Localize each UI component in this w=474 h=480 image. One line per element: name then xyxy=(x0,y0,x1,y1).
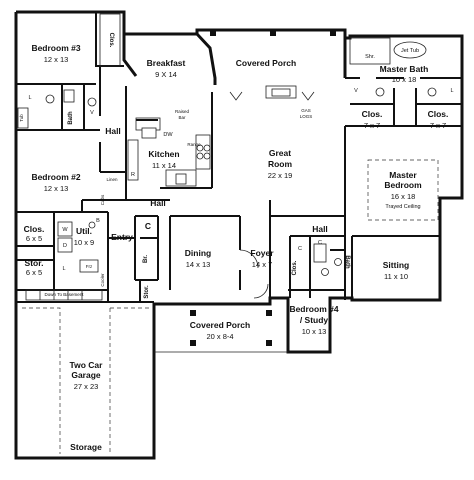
kitchen-label: Kitchen xyxy=(148,149,179,159)
great-room-label-1: Great xyxy=(269,148,291,158)
l-left-label: L xyxy=(28,95,31,101)
sitting-label: Sitting xyxy=(383,260,409,270)
covered-porch-front-label: Covered Porch xyxy=(190,320,250,330)
great-room-label-2: Room xyxy=(268,159,293,169)
bedroom4-label-1: Bedroom #4 xyxy=(289,304,338,314)
kitchen-dim: 11 x 14 xyxy=(152,161,176,170)
tub-left-label: Tub xyxy=(19,114,24,122)
dining-label: Dining xyxy=(185,248,211,258)
l-right-label: L xyxy=(450,88,453,94)
garage-label-1: Two Car xyxy=(70,360,104,370)
breakfast-dim: 9 X 14 xyxy=(155,70,177,79)
master-bath-dim: 10 x 18 xyxy=(392,75,417,84)
refrigerator-label: R xyxy=(131,172,135,178)
bath-right-label: Bath xyxy=(344,255,350,269)
linen-clos-c1-label: C xyxy=(318,240,322,246)
closet-b2-dim: 6 x 5 xyxy=(26,234,42,243)
entry-label: Entry xyxy=(111,232,133,242)
master-bedroom-dim: 16 x 18 xyxy=(391,192,416,201)
hall-right-label: Hall xyxy=(312,224,328,234)
storage-left-label: Stor. xyxy=(25,258,44,268)
bedroom2-label: Bedroom #2 xyxy=(31,172,80,182)
raised-bar-line1: Raised xyxy=(175,109,190,114)
bath-left-label: Bath xyxy=(68,111,74,125)
storage-left-dim: 6 x 5 xyxy=(26,268,42,277)
bedroom4-dim: 10 x 13 xyxy=(302,327,327,336)
linen-label: Linen xyxy=(106,177,118,182)
v-left-label: V xyxy=(90,110,94,116)
interior-walls xyxy=(15,12,462,303)
trayed-ceiling-note: Trayed Ceiling xyxy=(385,204,420,210)
raised-bar-line2: Bar xyxy=(178,115,186,120)
covered-porch-top-label: Covered Porch xyxy=(236,58,296,68)
master-bedroom-label-1: Master xyxy=(389,170,417,180)
linen-clos-c2-label: C xyxy=(298,246,302,252)
storage-small-label: Stor. xyxy=(144,285,150,299)
master-clos-left-dim: 7 x 7 xyxy=(364,121,380,130)
exterior-walls xyxy=(14,10,464,460)
washer-label: W xyxy=(62,227,68,233)
l-util-label: L xyxy=(62,266,65,272)
bath-b-label: B xyxy=(96,218,100,224)
bedroom4-label-2: / Study xyxy=(300,315,329,325)
range-label: Range xyxy=(187,142,201,147)
v-right-label: V xyxy=(354,88,358,94)
garage-dim: 27 x 23 xyxy=(74,382,99,391)
utility-dim: 10 x 9 xyxy=(74,238,94,247)
dryer-label: D xyxy=(63,243,67,249)
freezer-label: Frz xyxy=(86,264,93,269)
closet-b3-label: Clos. xyxy=(108,33,114,48)
dw-label: DW xyxy=(163,132,173,138)
bedroom2-dim: 12 x 13 xyxy=(44,184,69,193)
cooler-label: Cooler xyxy=(100,273,105,287)
broom-label: Br. xyxy=(143,255,149,263)
hall-mid-label: Hall xyxy=(150,198,166,208)
great-room-dim: 22 x 19 xyxy=(268,171,293,180)
master-clos-left-label: Clos. xyxy=(362,109,383,119)
dining-dim: 14 x 13 xyxy=(186,260,211,269)
sitting-dim: 11 x 10 xyxy=(384,272,408,281)
garage-label-2: Garage xyxy=(71,370,101,380)
coat-closet-label: C xyxy=(145,221,151,231)
bedroom3-dim: 12 x 13 xyxy=(44,55,69,64)
fixtures xyxy=(17,13,439,454)
room-labels: Bedroom #3 12 x 13 Clos. Breakfast 9 X 1… xyxy=(19,33,454,452)
master-clos-right-label: Clos. xyxy=(428,109,449,119)
hall-top-label: Hall xyxy=(105,126,121,136)
storage-garage-label: Storage xyxy=(70,442,102,452)
closet-right-label: Clos. xyxy=(292,260,298,275)
cabs-label: Cabs xyxy=(100,194,105,205)
gas-logs-line1: GAS xyxy=(301,108,311,113)
master-bedroom-label-2: Bedroom xyxy=(384,180,422,190)
bedroom3-label: Bedroom #3 xyxy=(31,43,80,53)
jet-tub-label: Jet Tub xyxy=(401,48,419,54)
covered-porch-front-dim: 20 x 8-4 xyxy=(206,332,233,341)
master-bath-label: Master Bath xyxy=(380,64,429,74)
closet-b2-label: Clos. xyxy=(24,224,45,234)
gas-logs-line2: LOGS xyxy=(300,114,313,119)
utility-label: Util. xyxy=(76,226,92,236)
master-clos-right-dim: 7 x 7 xyxy=(430,121,446,130)
foyer-label: Foyer xyxy=(250,248,274,258)
breakfast-label: Breakfast xyxy=(147,58,186,68)
foyer-dim: 14 x 7 xyxy=(252,260,272,269)
shower-label: Shr. xyxy=(365,54,375,60)
down-to-basement-label: Down To Basement xyxy=(45,292,85,297)
